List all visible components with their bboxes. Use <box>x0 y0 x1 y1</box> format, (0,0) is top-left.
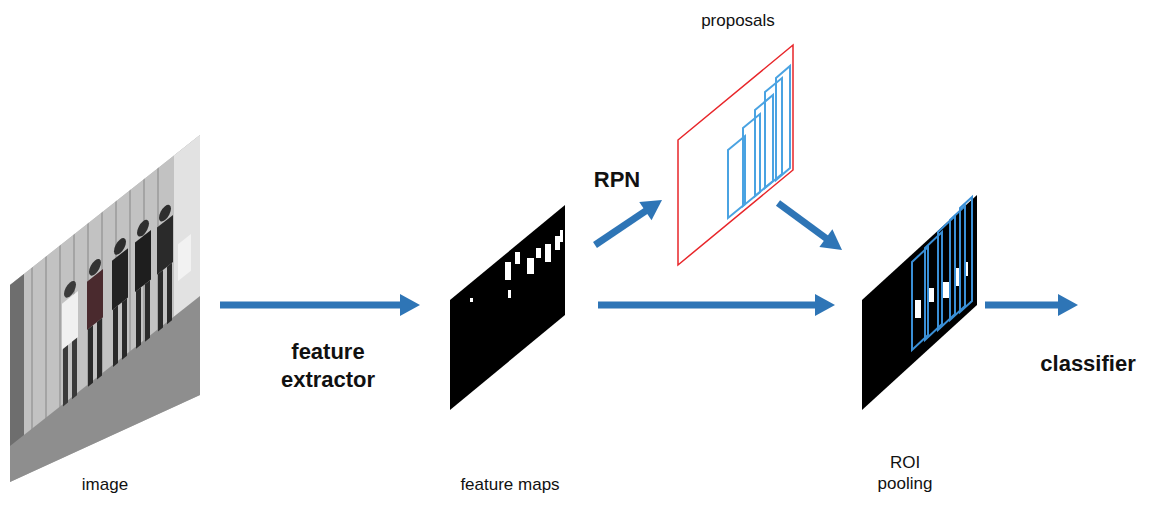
node-text: proposals <box>683 10 793 31</box>
wall-planks <box>32 157 158 435</box>
feature-blobs <box>470 230 563 302</box>
feature-blob <box>954 268 959 286</box>
node-label: proposals <box>683 10 793 31</box>
arrow-head <box>639 200 662 220</box>
flow-arrow <box>778 203 842 250</box>
feature-blob <box>505 262 511 280</box>
proposal-box <box>755 95 773 196</box>
person <box>62 276 78 407</box>
node-shape <box>678 45 793 265</box>
arrow-line <box>595 209 649 245</box>
proposal-box <box>743 114 760 206</box>
arrow-line <box>778 203 829 241</box>
proposal-box <box>765 78 782 188</box>
roi-blobs <box>915 262 968 318</box>
node-shape <box>10 135 200 482</box>
node-label: image <box>55 474 155 495</box>
roi-pooling-map: ROI pooling <box>862 195 977 410</box>
roi-box <box>950 206 965 320</box>
output-arrow <box>985 294 1078 316</box>
node-text: feature maps <box>445 474 575 495</box>
flow-arrow <box>598 294 835 316</box>
roi-box <box>960 197 972 312</box>
feature-blob <box>560 230 563 242</box>
person <box>87 254 103 387</box>
proposal-boxes <box>728 66 790 218</box>
arrow-head <box>815 294 835 316</box>
floor <box>10 296 200 507</box>
person <box>112 233 128 368</box>
node-outline <box>450 205 565 410</box>
node-label: feature maps <box>445 474 575 495</box>
edge-label: RPN <box>582 166 652 194</box>
arrow-line <box>220 302 404 309</box>
arrow-head <box>1058 294 1078 316</box>
feature-blob <box>536 248 541 258</box>
node-outline <box>862 195 977 410</box>
flow-arrow <box>595 200 662 245</box>
feature-blob <box>545 244 551 262</box>
feature-blob <box>964 262 968 276</box>
proposal-plane: proposals <box>678 45 793 265</box>
feature-blob <box>915 300 921 318</box>
proposal-box <box>728 136 745 218</box>
roi-box <box>938 216 955 330</box>
person <box>157 200 173 332</box>
flow-arrow <box>220 294 420 316</box>
person <box>135 215 151 350</box>
arrow-line <box>985 302 1060 309</box>
node-shape <box>450 205 565 410</box>
roi-box <box>925 232 942 340</box>
arrow-head <box>819 229 842 250</box>
node-shape <box>862 195 977 410</box>
node-text: ROI pooling <box>868 452 942 495</box>
bag <box>178 234 191 281</box>
edge-label: feature extractor <box>258 338 398 393</box>
node-outline <box>678 45 793 265</box>
node-outline <box>10 135 200 485</box>
feature-blob <box>929 288 934 302</box>
feature-map: feature maps <box>450 205 565 410</box>
edge-label-box: RPN <box>582 166 652 194</box>
proposal-box <box>776 66 790 180</box>
edge-label-box: feature extractor <box>258 338 398 393</box>
feature-blob <box>508 290 511 298</box>
node-text: image <box>55 474 155 495</box>
arrow-head <box>400 294 420 316</box>
image-panel: image <box>10 135 200 485</box>
feature-blob <box>942 282 949 298</box>
feature-blob <box>470 298 473 302</box>
photo <box>10 123 200 507</box>
arrow-line <box>598 302 819 309</box>
doorway <box>174 123 200 339</box>
pillar <box>10 262 24 469</box>
stage-label: classifier <box>1030 350 1146 378</box>
feature-blob <box>515 252 520 264</box>
free-label: classifier <box>1030 350 1146 378</box>
roi-box <box>912 247 928 350</box>
roi-boxes <box>912 197 972 350</box>
feature-blob <box>527 258 534 274</box>
node-label: ROI pooling <box>868 452 942 495</box>
wall <box>10 123 200 457</box>
feature-blob <box>555 236 560 250</box>
